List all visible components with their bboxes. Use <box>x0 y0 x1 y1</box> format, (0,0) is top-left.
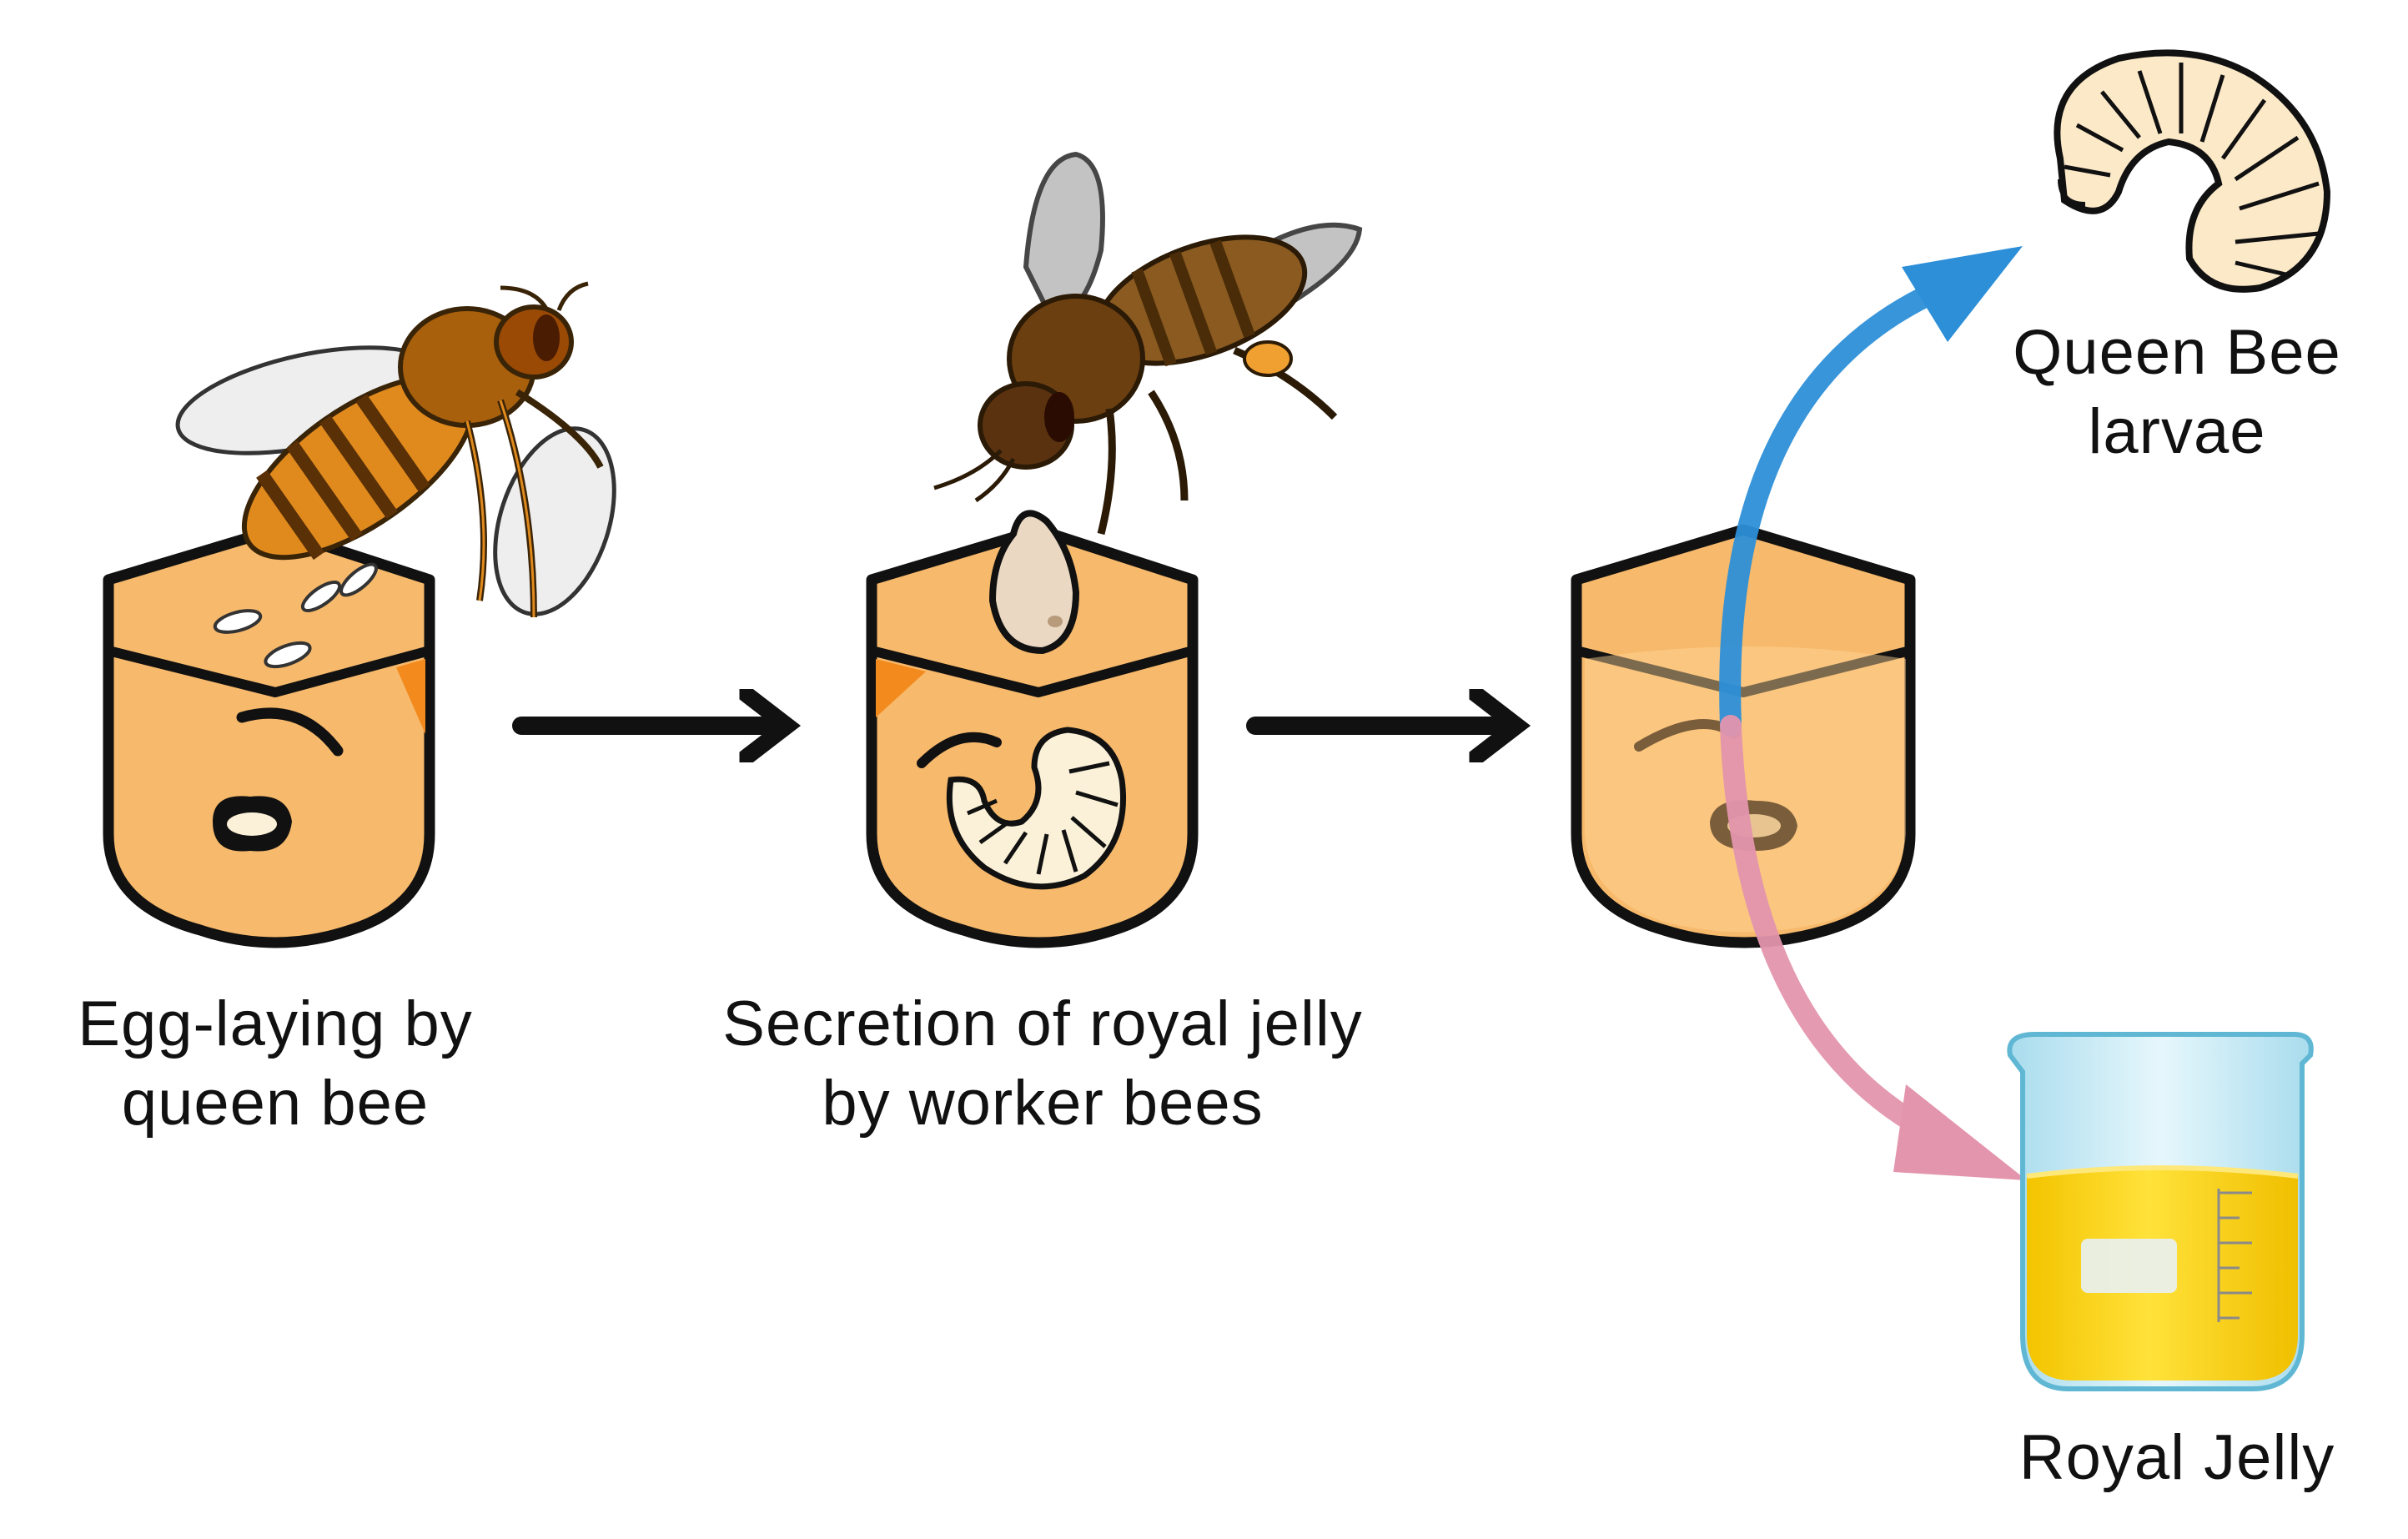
queen-bee-illustration <box>175 281 616 618</box>
honeycomb-cell-1 <box>103 524 435 948</box>
step-2-label-line2: by worker bees <box>822 1068 1264 1139</box>
eggs <box>213 562 378 669</box>
royal-jelly-drop <box>988 510 1080 655</box>
royal-jelly-label: Royal Jelly <box>1956 1418 2398 1497</box>
queen-larvae-label: Queen Bee larvae <box>1956 313 2398 471</box>
step-1-label-line2: queen bee <box>121 1068 430 1139</box>
egg-in-cell <box>213 796 292 852</box>
step-1-label: Egg-laying by queen bee <box>17 984 534 1143</box>
step-1-label-line1: Egg-laying by <box>78 988 473 1059</box>
queen-larvae-label-line2: larvae <box>2088 396 2266 467</box>
larva-in-cell <box>946 727 1127 890</box>
queen-larva-illustration <box>2054 49 2331 293</box>
beaker-graduations <box>2217 1189 2252 1322</box>
royal-jelly-label-line1: Royal Jelly <box>2018 1422 2335 1493</box>
arrow-to-royal-jelly <box>1720 715 2027 1180</box>
beaker-label-patch <box>2081 1239 2177 1293</box>
honeycomb-cell-2 <box>866 524 1199 948</box>
worker-bee-illustration <box>933 151 1363 536</box>
step-2-label-line1: Secretion of royal jelly <box>722 988 1363 1059</box>
arrow-to-queen-larvae <box>1719 246 2023 737</box>
queen-larvae-label-line1: Queen Bee <box>2013 317 2341 388</box>
beaker-illustration <box>2007 1032 2314 1391</box>
step-2-label: Secretion of royal jelly by worker bees <box>634 984 1451 1143</box>
jelly-surface <box>2026 1165 2299 1179</box>
